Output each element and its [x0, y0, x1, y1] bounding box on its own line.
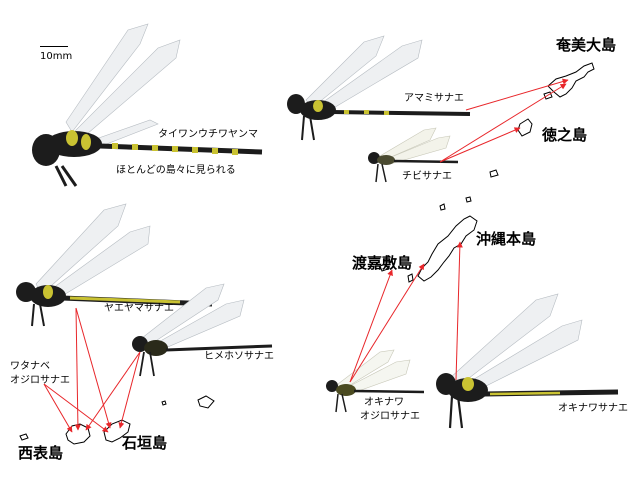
arrow-amami-to-amami — [465, 78, 569, 111]
arrow-okinawa-ojiro-to-tokashiki — [349, 269, 393, 383]
island-outlines — [19, 62, 595, 445]
label-taiwan-uchiwa-yanma: タイワンウチワヤンマ — [158, 129, 258, 140]
label-hime-hoso-sanae: ヒメホソサナエ — [204, 351, 274, 362]
yonaguni-outline — [19, 433, 29, 441]
iheya-outline — [439, 203, 446, 211]
okinoerabu-outline — [489, 169, 499, 178]
dragonfly-okinawa-sanae — [436, 293, 619, 429]
yoron-outline — [465, 196, 472, 203]
dragonfly-hime-hoso-sanae — [132, 283, 273, 377]
okinawa-main-outline — [417, 215, 478, 282]
amami-island-outline — [547, 62, 595, 98]
tokunoshima-outline — [517, 118, 533, 137]
arrow-yaeyama-to-ishigaki — [75, 307, 112, 429]
label-amami-sanae: アマミサナエ — [404, 93, 464, 104]
kume-outline — [379, 263, 389, 272]
iriomote-outline — [65, 423, 91, 445]
label-island-amami: 奄美大島 — [556, 36, 617, 54]
arrow-chibi-to-tokuno — [439, 127, 521, 163]
label-watanabe-line1: ワタナベ — [10, 361, 50, 372]
arrow-watanabe-to-ishigaki — [43, 383, 109, 433]
arrow-okinawa-ojiro-to-okinawa — [349, 263, 425, 383]
label-chibi-sanae: チビサナエ — [402, 171, 452, 182]
label-yaeyama-sanae: ヤエヤマサナエ — [104, 303, 174, 314]
label-island-ishigaki: 石垣島 — [122, 434, 168, 452]
dragonfly-amami-sanae — [287, 35, 471, 141]
distribution-arrows — [43, 78, 569, 433]
dragonfly-chibi-sanae — [368, 127, 459, 183]
dragonfly-yaeyama-sanae — [16, 203, 213, 327]
arrow-yaeyama-to-iriomote — [74, 307, 81, 431]
arrow-himehoso-to-iriomote — [85, 351, 141, 431]
label-okinawa-ojiro-line2: オジロサナエ — [360, 411, 420, 422]
ishigaki-outline — [103, 419, 131, 443]
miyako-outline — [197, 395, 215, 409]
label-island-iriomote: 西表島 — [18, 444, 64, 462]
label-island-tokashiki: 渡嘉敷島 — [352, 254, 413, 272]
scale-bar-label: 10mm — [40, 51, 73, 62]
tokashiki-outline — [407, 273, 414, 283]
label-watanabe-line2: オジロサナエ — [10, 375, 70, 386]
label-taiwan-note: ほとんどの島々に見られる — [116, 165, 236, 176]
arrow-himehoso-to-ishigaki — [118, 351, 141, 429]
label-okinawa-sanae: オキナワサナエ — [558, 403, 628, 414]
dragonfly-taiwan-uchiwa-yanma — [32, 23, 263, 187]
scale-bar — [40, 46, 68, 47]
tarama-outline — [161, 400, 167, 406]
label-okinawa-ojiro-line1: オキナワ — [364, 397, 404, 408]
dragonfly-okinawa-ojiro-sanae — [326, 349, 425, 413]
arrow-okinawa-sanae-to-okinawa — [455, 241, 463, 381]
label-island-okinawa: 沖縄本島 — [476, 230, 537, 248]
arrow-watanabe-to-iriomote — [43, 383, 73, 433]
label-island-tokuno: 徳之島 — [542, 126, 588, 144]
arrow-chibi-to-amami — [439, 83, 567, 163]
